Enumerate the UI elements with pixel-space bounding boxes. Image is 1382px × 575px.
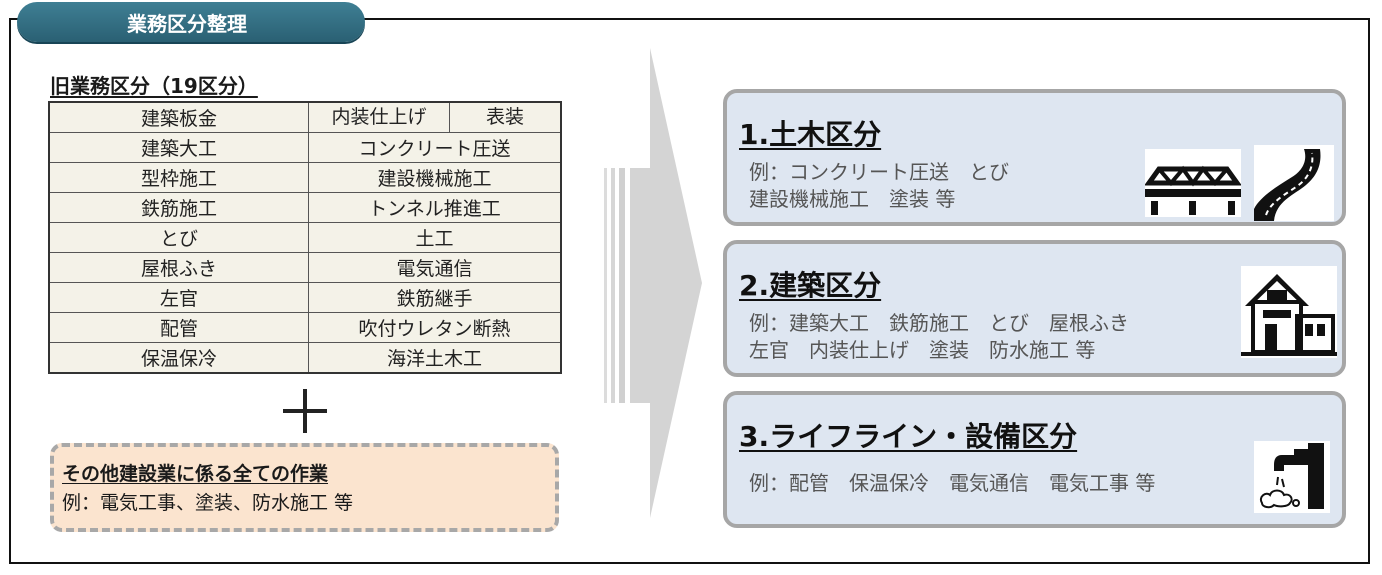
building-category-examples: 例：建築大工 鉄筋施工 とび 屋根ふき 左官 内装仕上げ 塗装 防水施工 等: [749, 310, 1129, 364]
old-categories-title: 旧業務区分（19区分）: [50, 74, 258, 98]
table-row: とび土工: [48, 222, 562, 253]
right-arrow-icon: [604, 48, 702, 518]
other-work-box: その他建設業に係る全ての作業 例：電気工事、塗装、防水施工 等: [50, 443, 559, 532]
lifeline-category-examples: 例：配管 保温保冷 電気通信 電気工事 等: [749, 470, 1155, 497]
example-line: 例：配管 保温保冷 電気通信 電気工事 等: [749, 471, 1156, 495]
table-row: 保温保冷海洋土木工: [48, 342, 562, 374]
table-cell: 保温保冷: [48, 342, 309, 374]
table-row: 鉄筋施工トンネル推進工: [48, 192, 562, 223]
table-row: 配管吹付ウレタン断熱: [48, 312, 562, 343]
table-cell: 建設機械施工: [308, 162, 562, 193]
example-line: 例：コンクリート圧送 とび: [749, 160, 1009, 184]
table-row: 建築板金 内装仕上げ 表装: [48, 101, 562, 133]
header-tab: 業務区分整理: [17, 2, 365, 42]
table-cell: 表装: [485, 106, 524, 128]
table-cell: 左官: [48, 282, 309, 313]
civil-category-box: 1.土木区分 例：コンクリート圧送 とび 建設機械施工 塗装 等: [723, 89, 1346, 226]
header-title: 業務区分整理: [127, 11, 247, 36]
table-cell: 鉄筋継手: [308, 282, 562, 313]
bridge-icon: [1145, 149, 1241, 217]
table-row: 左官鉄筋継手: [48, 282, 562, 313]
lifeline-category-box: 3.ライフライン・設備区分 例：配管 保温保冷 電気通信 電気工事 等: [723, 391, 1346, 528]
building-category-box: 2.建築区分 例：建築大工 鉄筋施工 とび 屋根ふき 左官 内装仕上げ 塗装 防…: [723, 240, 1346, 377]
old-categories-table: 建築板金 内装仕上げ 表装 建築大工コンクリート圧送 型枠施工建設機械施工 鉄筋…: [48, 101, 562, 374]
table-cell: 配管: [48, 312, 309, 343]
table-cell: 電気通信: [308, 252, 562, 283]
table-cell: 吹付ウレタン断熱: [308, 312, 562, 343]
other-work-example: 例：電気工事、塗装、防水施工 等: [62, 492, 354, 514]
house-icon: [1241, 266, 1337, 358]
faucet-icon: [1254, 441, 1330, 513]
table-cell: コンクリート圧送: [308, 132, 562, 163]
table-cell: 土工: [308, 222, 562, 253]
civil-category-examples: 例：コンクリート圧送 とび 建設機械施工 塗装 等: [749, 159, 1009, 213]
table-row: 屋根ふき電気通信: [48, 252, 562, 283]
table-cell-split: 内装仕上げ 表装: [308, 101, 562, 133]
table-cell: とび: [48, 222, 309, 253]
table-cell: 鉄筋施工: [48, 192, 309, 223]
table-cell: 海洋土木工: [308, 342, 562, 374]
table-cell: 建築大工: [48, 132, 309, 163]
road-icon: [1254, 145, 1334, 221]
table-cell: 内装仕上げ: [309, 103, 450, 132]
table-row: 建築大工コンクリート圧送: [48, 132, 562, 163]
example-line: 左官 内装仕上げ 塗装 防水施工 等: [749, 338, 1096, 362]
table-cell: トンネル推進工: [308, 192, 562, 223]
table-cell: 建築板金: [48, 101, 309, 133]
table-cell: 屋根ふき: [48, 252, 309, 283]
civil-category-title: 1.土木区分: [739, 118, 882, 151]
other-work-title: その他建設業に係る全ての作業: [62, 463, 329, 485]
table-row: 型枠施工建設機械施工: [48, 162, 562, 193]
example-line: 例：建築大工 鉄筋施工 とび 屋根ふき: [749, 311, 1129, 335]
lifeline-category-title: 3.ライフライン・設備区分: [739, 420, 1078, 453]
plus-icon: [283, 389, 327, 433]
example-line: 建設機械施工 塗装 等: [749, 187, 956, 211]
table-cell: 型枠施工: [48, 162, 309, 193]
building-category-title: 2.建築区分: [739, 269, 882, 302]
